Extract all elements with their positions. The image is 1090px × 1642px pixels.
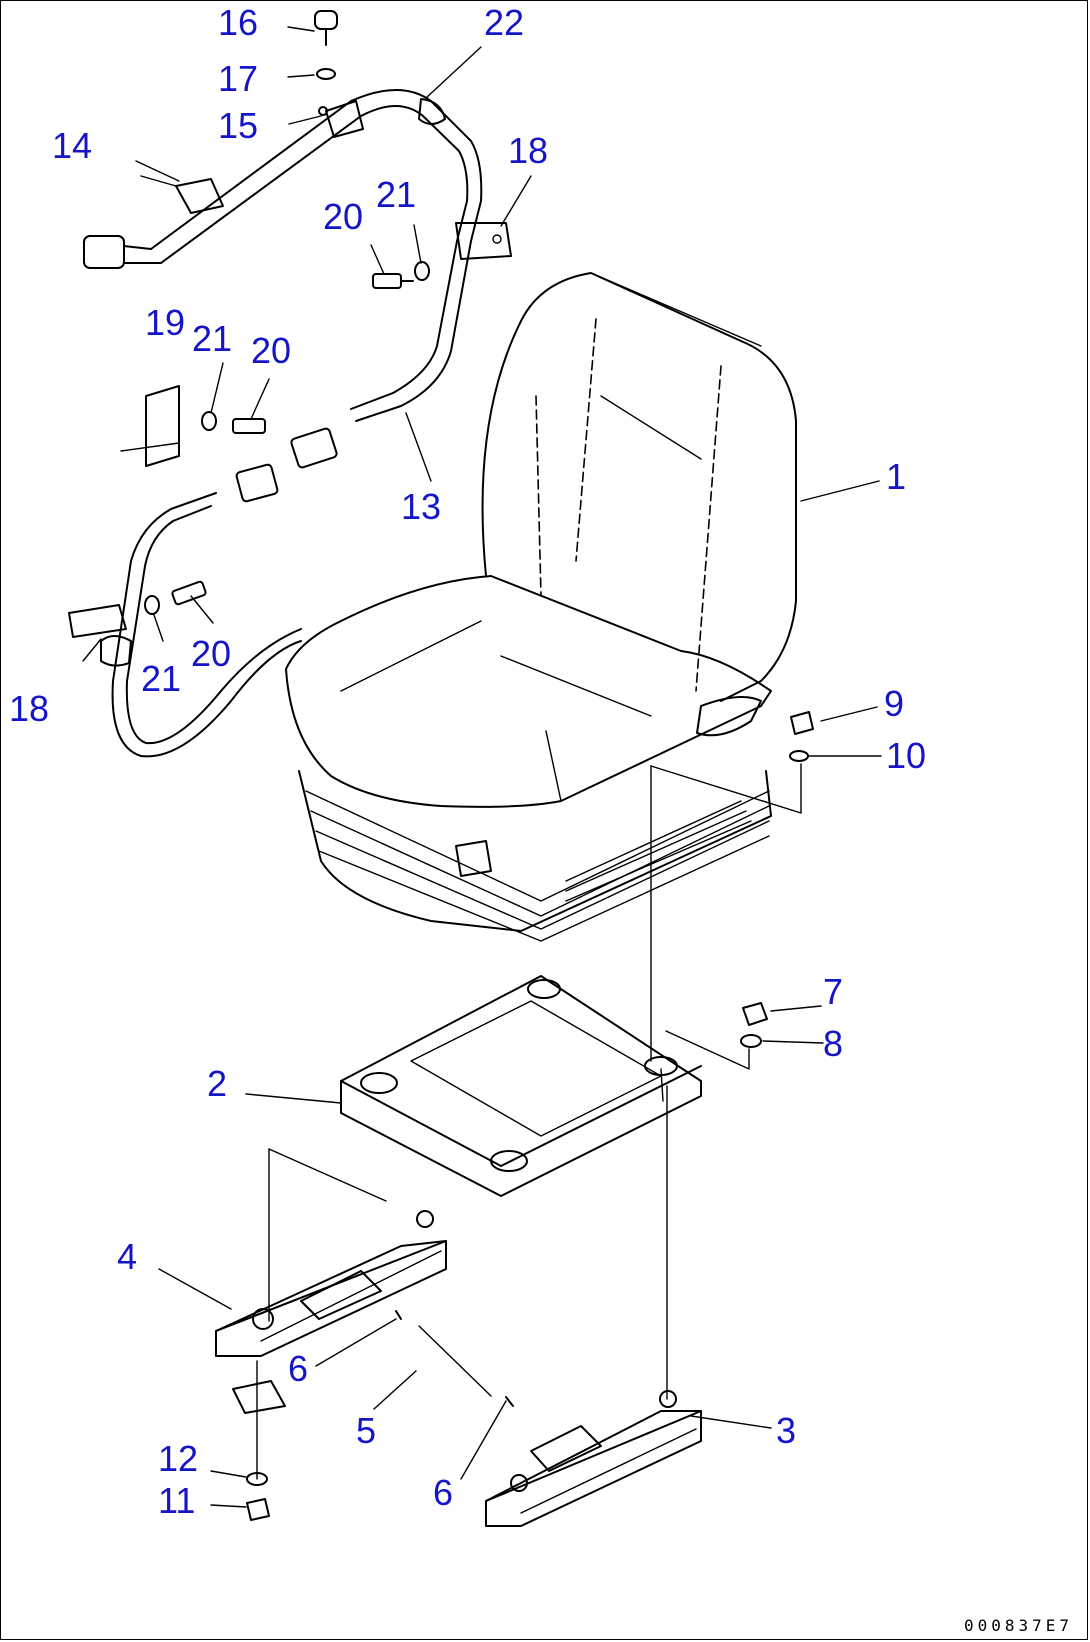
label-3: 3 [776, 1410, 796, 1451]
hardware-nuts-washers [740, 711, 814, 1048]
label-13: 13 [401, 486, 441, 527]
label-19: 19 [145, 302, 185, 343]
label-21-upper: 21 [376, 174, 416, 215]
label-17: 17 [218, 58, 258, 99]
label-11: 11 [158, 1480, 195, 1521]
base-plate [340, 975, 702, 1197]
label-21-lower: 21 [141, 658, 181, 699]
label-20-middle: 20 [251, 330, 291, 371]
part-labels: 16 17 15 14 22 18 20 21 19 21 20 13 1 20… [9, 2, 926, 1521]
label-21-middle: 21 [192, 318, 232, 359]
label-9: 9 [884, 683, 904, 724]
label-6-left: 6 [288, 1348, 308, 1389]
label-16: 16 [218, 2, 258, 43]
label-22: 22 [484, 2, 524, 43]
label-18-upper: 18 [508, 130, 548, 171]
slide-rail-left [215, 1210, 447, 1414]
drawing-code: 000837E7 [963, 1616, 1073, 1635]
hardware-nut-washer-lower [246, 1472, 270, 1521]
label-7: 7 [823, 971, 843, 1012]
label-20-lower: 20 [191, 633, 231, 674]
seat-assembly [285, 272, 797, 942]
slide-rail-right [485, 1390, 702, 1527]
pins [395, 1310, 514, 1407]
label-10: 10 [886, 735, 926, 776]
label-20-upper: 20 [323, 196, 363, 237]
label-6-right: 6 [433, 1472, 453, 1513]
leader-lines [82, 26, 882, 1508]
label-12: 12 [158, 1438, 198, 1479]
label-14: 14 [52, 125, 92, 166]
label-4: 4 [117, 1236, 137, 1277]
assembly-lines [256, 763, 802, 1480]
label-18-lower: 18 [9, 688, 49, 729]
label-8: 8 [823, 1023, 843, 1064]
label-5: 5 [356, 1410, 376, 1451]
label-15: 15 [218, 105, 258, 146]
hardware-bolts-washers [144, 10, 430, 615]
label-1: 1 [886, 456, 906, 497]
seat-rail-tube [68, 89, 512, 758]
label-2: 2 [207, 1063, 227, 1104]
